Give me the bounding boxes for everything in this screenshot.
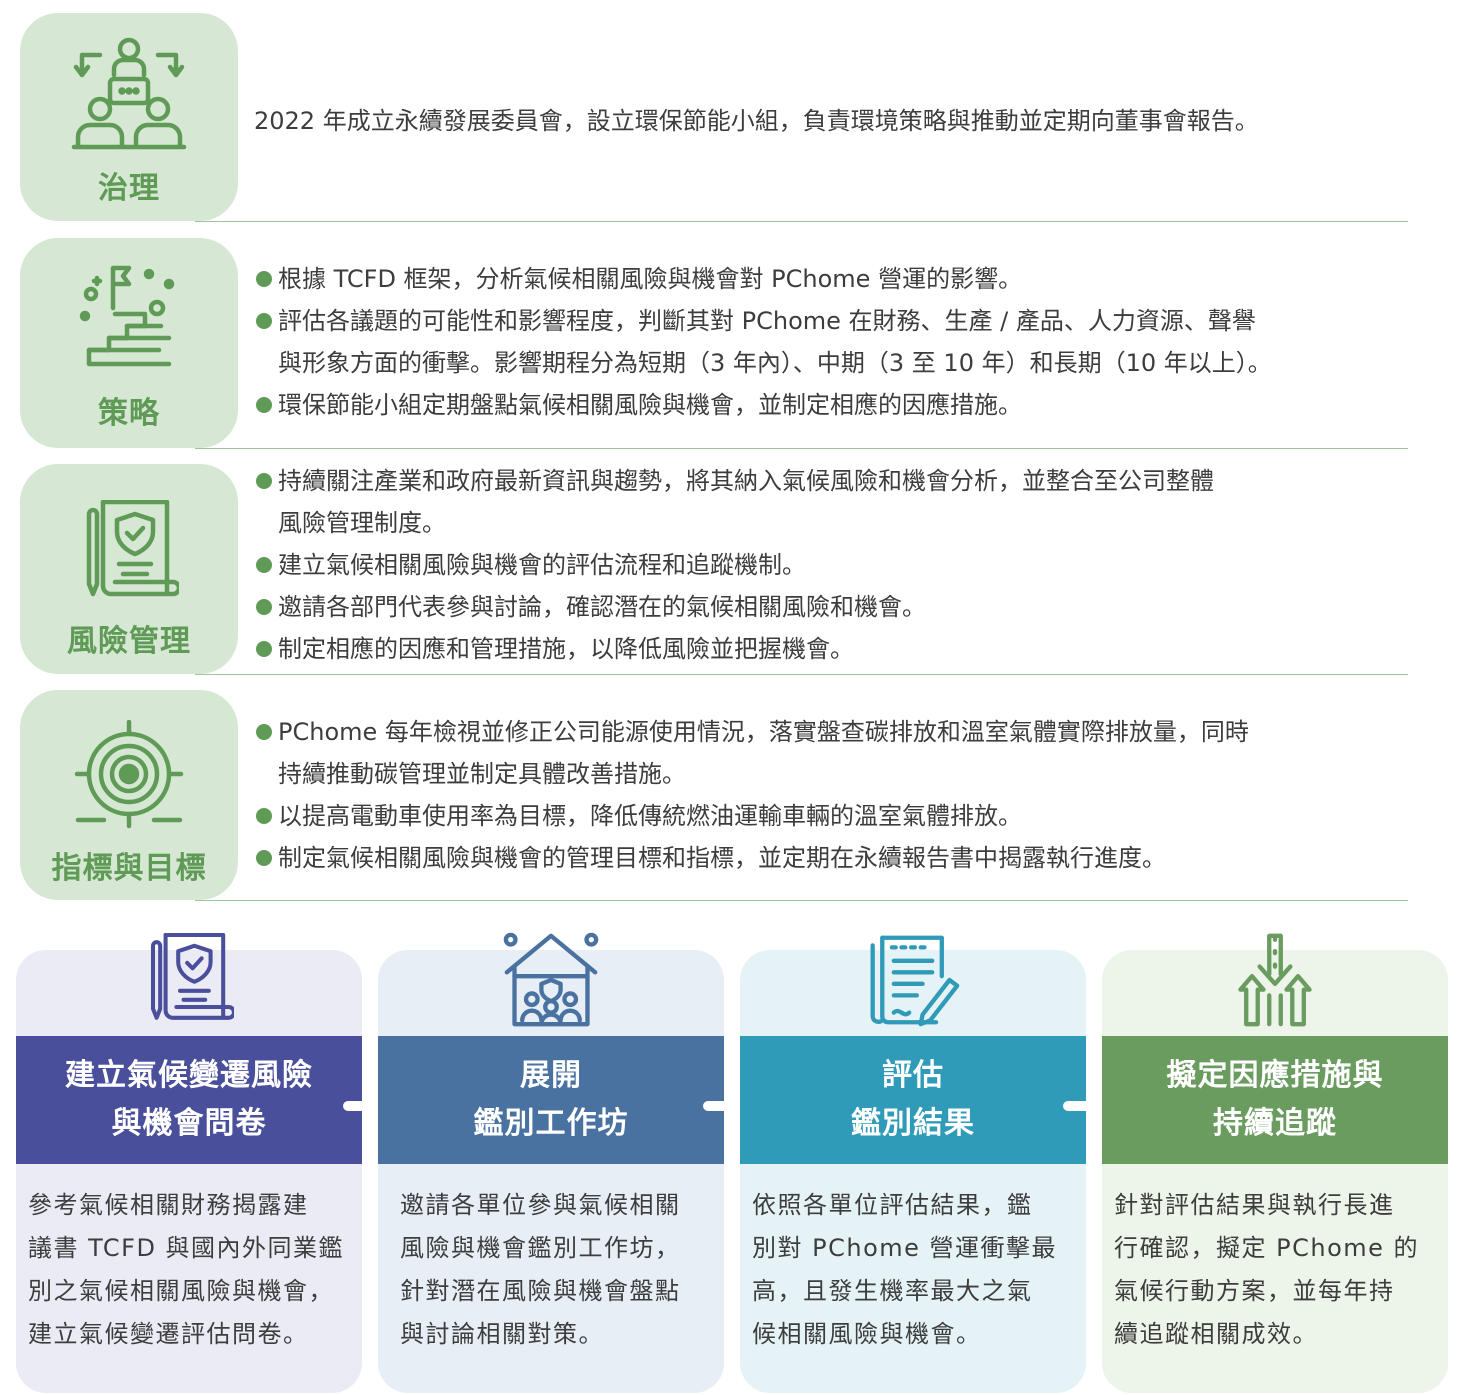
step-title: 擬定因應措施與 持續追蹤 — [1102, 1036, 1448, 1164]
bullet-item: 制定氣候相關風險與機會的管理目標和指標，並定期在永續報告書中揭露執行進度。 — [254, 837, 1424, 879]
divider — [195, 221, 1408, 222]
workshop-house-icon — [378, 932, 724, 1028]
section-title: 治理 — [98, 171, 160, 206]
shield-document-icon — [20, 500, 238, 604]
bullet-item: 邀請各部門代表參與討論，確認潛在的氣候相關風險和機會。 — [254, 586, 1424, 628]
report-pen-icon — [740, 932, 1086, 1028]
bullet-item: 評估各議題的可能性和影響程度，判斷其對 PChome 在財務、生產 / 產品、人… — [254, 300, 1424, 384]
step-description: 針對評估結果與執行長進 行確認，擬定 PChome 的 氣候行動方案，並每年持 … — [1114, 1191, 1420, 1348]
divider — [195, 448, 1408, 449]
section-content: 2022 年成立永續發展委員會，設立環保節能小組，負責環境策略與推動並定期向董事… — [254, 100, 1424, 142]
step-description: 邀請各單位參與氣候相關 風險與機會鑑別工作坊， 針對潛在風險與機會盤點 與討論相… — [400, 1191, 681, 1348]
step-description: 依照各單位評估結果，鑑 別對 PChome 營運衝擊最 高，且發生機率最大之氣 … — [752, 1191, 1058, 1348]
bullet-item: 建立氣候相關風險與機會的評估流程和追蹤機制。 — [254, 544, 1424, 586]
shield-document-icon — [16, 932, 362, 1028]
divider — [195, 674, 1408, 675]
process-step-1: 建立氣候變遷風險 與機會問卷 參考氣候相關財務揭露建 議書 TCFD 與國內外同… — [16, 932, 362, 1393]
step-title: 展開 鑑別工作坊 — [378, 1036, 724, 1164]
bullet-item: 制定相應的因應和管理措施，以降低風險並把握機會。 — [254, 628, 1424, 670]
section-title: 風險管理 — [67, 624, 191, 659]
bullet-item: 環保節能小組定期盤點氣候相關風險與機會，並制定相應的因應措施。 — [254, 384, 1424, 426]
section-tile: 治理 — [20, 13, 238, 221]
stairs-flag-icon — [20, 264, 238, 370]
bullet-item: PChome 每年檢視並修正公司能源使用情況，落實盤查碳排放和溫室氣體實際排放量… — [254, 711, 1424, 795]
process-step-2: 展開 鑑別工作坊 邀請各單位參與氣候相關 風險與機會鑑別工作坊， 針對潛在風險與… — [378, 932, 724, 1393]
step-title: 評估 鑑別結果 — [740, 1036, 1086, 1164]
step-description: 參考氣候相關財務揭露建 議書 TCFD 與國內外同業鑑 別之氣候相關風險與機會，… — [28, 1191, 345, 1348]
process-step-4: 擬定因應措施與 持續追蹤 針對評估結果與執行長進 行確認，擬定 PChome 的… — [1102, 933, 1448, 1393]
section-tile: 策略 — [20, 238, 238, 448]
section-content: 根據 TCFD 框架，分析氣候相關風險與機會對 PChome 營運的影響。 評估… — [254, 258, 1424, 426]
section-content: PChome 每年檢視並修正公司能源使用情況，落實盤查碳排放和溫室氣體實際排放量… — [254, 711, 1424, 879]
divider — [195, 900, 1408, 901]
section-tile: 風險管理 — [20, 464, 238, 674]
target-icon — [20, 720, 238, 830]
section-tile: 指標與目標 — [20, 690, 238, 900]
bullet-item: 根據 TCFD 框架，分析氣候相關風險與機會對 PChome 營運的影響。 — [254, 258, 1424, 300]
section-content: 持續關注產業和政府最新資訊與趨勢，將其納入氣候風險和機會分析，並整合至公司整體風… — [254, 460, 1424, 670]
step-title: 建立氣候變遷風險 與機會問卷 — [16, 1036, 362, 1164]
governance-team-icon — [20, 35, 238, 153]
bullet-item: 以提高電動車使用率為目標，降低傳統燃油運輸車輛的溫室氣體排放。 — [254, 795, 1424, 837]
bullet-item: 持續關注產業和政府最新資訊與趨勢，將其納入氣候風險和機會分析，並整合至公司整體風… — [254, 460, 1424, 544]
section-title: 指標與目標 — [51, 851, 207, 886]
arrows-up-down-icon — [1102, 932, 1448, 1028]
process-step-3: 評估 鑑別結果 依照各單位評估結果，鑑 別對 PChome 營運衝擊最 高，且發… — [740, 935, 1086, 1393]
governance-text: 2022 年成立永續發展委員會，設立環保節能小組，負責環境策略與推動並定期向董事… — [254, 107, 1259, 135]
section-title: 策略 — [98, 396, 160, 431]
